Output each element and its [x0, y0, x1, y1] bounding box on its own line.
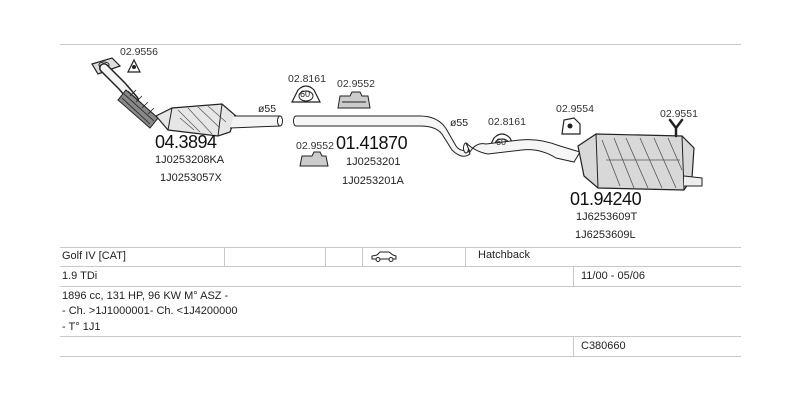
chassis-line: - Ch. >1J1000001- Ch. <1J4200000 [62, 305, 238, 317]
ref-label: 02.9556 [120, 46, 158, 58]
ref-label: 02.8161 [288, 73, 326, 85]
car-icon [370, 250, 398, 262]
oem-code: 1J0253208KA [155, 154, 225, 166]
clamp-size-mark: 60 [496, 137, 507, 147]
exhaust-drawing [91, 57, 703, 191]
clamp-size-mark: 60 [300, 89, 311, 99]
hanger-icon [561, 117, 581, 135]
oem-code: 1J0253057X [160, 172, 222, 184]
oem-code: 1J0253201 [346, 156, 401, 168]
hanger-icon [299, 151, 329, 167]
rear-pipe [463, 139, 581, 163]
model-cell: Golf IV [CAT] [62, 250, 126, 262]
flex-section [117, 89, 159, 129]
rubber-mount-icon [127, 58, 141, 73]
ref-label: 02.9552 [296, 140, 334, 152]
part-number: 01.94240 [570, 189, 642, 209]
oem-code: 1J0253201A [342, 175, 404, 187]
top-rule [60, 44, 741, 45]
oem-code: 1J6253609T [576, 211, 638, 223]
part-number: 01.41870 [336, 133, 408, 153]
ref-label: 02.9552 [337, 78, 375, 90]
part-number: 04.3894 [155, 132, 217, 152]
period-cell: 11/00 - 05/06 [581, 270, 646, 282]
hanger-bolt-icon [668, 118, 684, 138]
catalog-code-cell: C380660 [581, 340, 626, 352]
pipe-diameter: ø55 [258, 103, 277, 115]
ref-label: 02.8161 [488, 116, 526, 128]
type-line: - T° 1J1 [62, 321, 101, 333]
body-type-cell: Hatchback [478, 249, 530, 261]
hanger-icon [337, 91, 371, 109]
clamp-icon [291, 85, 321, 103]
ref-label: 02.9551 [660, 108, 698, 120]
oem-code: 1J6253609L [575, 229, 636, 241]
rear-muffler [577, 133, 703, 191]
intermediate-pipe [293, 115, 471, 157]
catalytic-converter [155, 103, 283, 137]
ref-label: 02.9554 [556, 103, 594, 115]
pipe-diameter: ø55 [450, 117, 469, 129]
specs-line: 1896 cc, 131 HP, 96 KW M° ASZ - [62, 290, 229, 302]
engine-cell: 1.9 TDi [62, 270, 98, 282]
